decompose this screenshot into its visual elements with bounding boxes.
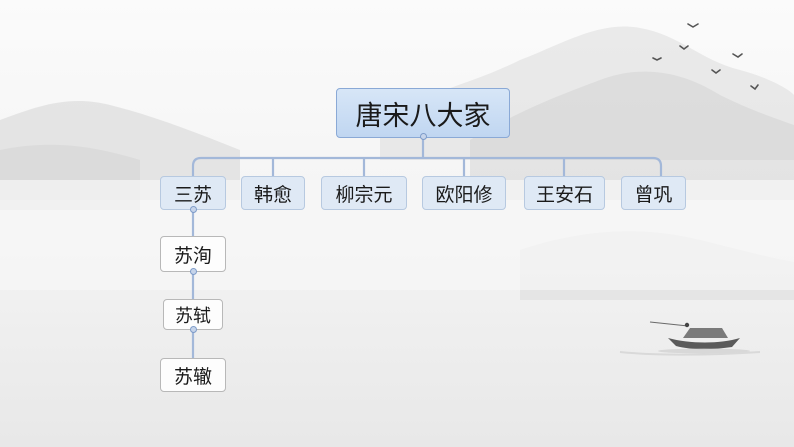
branch-node-hanyu[interactable]: 韩愈 <box>241 176 305 210</box>
leaf-node-suxun[interactable]: 苏洵 <box>160 236 226 272</box>
fishing-boat-icon <box>619 321 761 356</box>
leaf-node-suzhe[interactable]: 苏辙 <box>160 358 226 392</box>
root-node[interactable]: 唐宋八大家 <box>336 88 510 138</box>
connector-lines <box>191 138 663 358</box>
branch-node-wanganshi[interactable]: 王安石 <box>524 176 605 210</box>
leaf-node-sushi[interactable]: 苏轼 <box>163 299 223 330</box>
mountain-range-near <box>470 71 794 200</box>
collapse-toggle-icon[interactable] <box>189 268 197 275</box>
collapse-toggle-icon[interactable] <box>419 133 427 140</box>
collapse-toggle-icon[interactable] <box>189 326 197 333</box>
branch-node-ouyangxiu[interactable]: 欧阳修 <box>422 176 506 210</box>
mountain-left <box>0 100 240 200</box>
branch-node-liuzongyuan[interactable]: 柳宗元 <box>321 176 407 210</box>
collapse-toggle-icon[interactable] <box>189 206 197 213</box>
branch-node-zenggong[interactable]: 曾巩 <box>621 176 686 210</box>
birds-icon <box>652 23 759 91</box>
branch-node-sansu[interactable]: 三苏 <box>160 176 226 210</box>
